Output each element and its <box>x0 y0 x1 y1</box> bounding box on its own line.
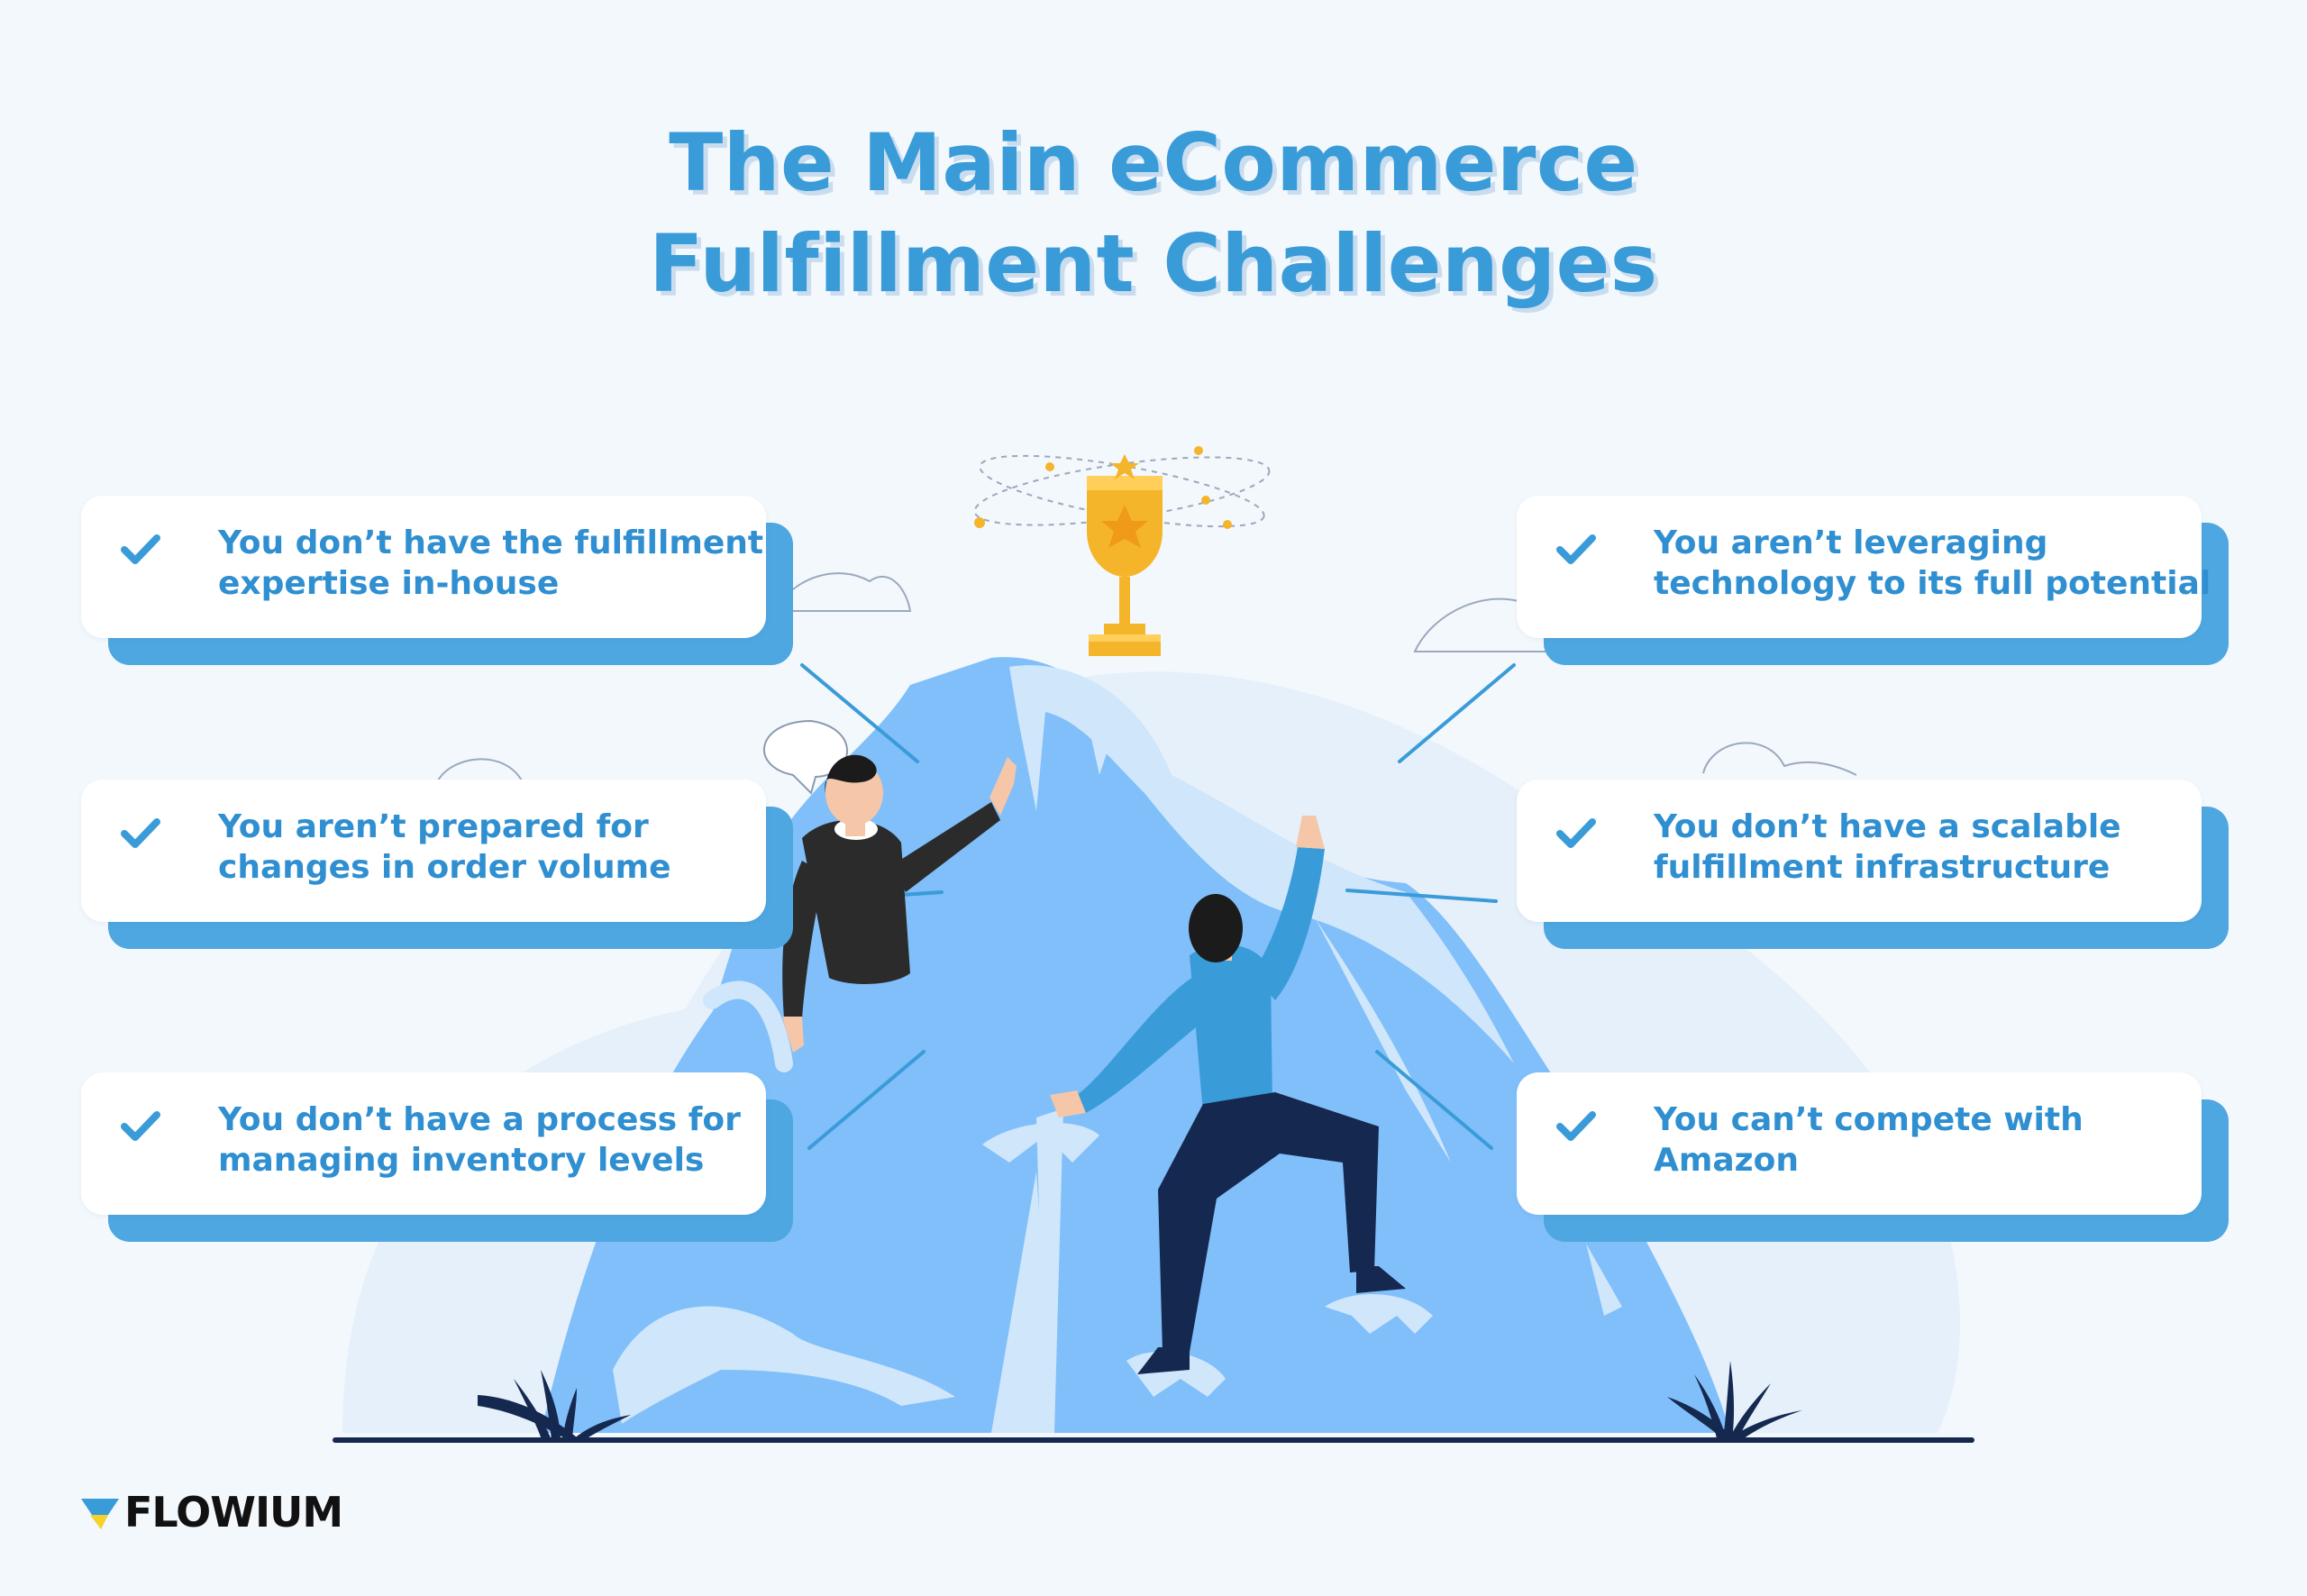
challenge-text-line: changes in order volume <box>218 849 671 886</box>
challenge-card: You don’t have a scalable fulfillment in… <box>1517 780 2229 949</box>
challenge-text: You don’t have a process for managing in… <box>218 1099 759 1181</box>
check-icon <box>1556 818 1596 848</box>
challenge-text-line: You aren’t prepared for <box>218 808 649 845</box>
challenge-text-line: You can’t compete with <box>1654 1101 2084 1138</box>
challenge-text-line: technology to its full potential <box>1654 565 2211 602</box>
challenge-text-line: expertise in-house <box>218 565 560 602</box>
title-line-1: The Main eCommerce <box>669 116 1638 209</box>
snow-highlights <box>613 665 1622 1433</box>
challenge-card: You don’t have a process for managing in… <box>81 1072 793 1242</box>
trophy-icon <box>973 446 1271 656</box>
title-line-2: Fulfillment Challenges <box>649 217 1658 310</box>
challenge-text: You aren’t leveraging technology to its … <box>1654 523 2211 604</box>
flowium-logo-icon <box>81 1499 119 1529</box>
climber-right <box>1050 816 1406 1374</box>
check-icon <box>121 818 160 848</box>
challenge-text-line: You aren’t leveraging <box>1654 524 2048 561</box>
page-title: The Main eCommerce Fulfillment Challenge… <box>0 113 2307 315</box>
challenge-text-line: You don’t have a scalable <box>1654 808 2121 845</box>
connector-lines <box>800 663 1516 1150</box>
brand-logo-text: FLOWIUM <box>124 1488 343 1537</box>
challenge-text-line: fulfillment infrastructure <box>1654 849 2111 886</box>
challenge-text-line: You don’t have a process for <box>218 1101 741 1138</box>
plant-icon <box>478 1361 1802 1442</box>
challenge-card: You can’t compete with Amazon <box>1517 1072 2229 1242</box>
challenge-card: You aren’t leveraging technology to its … <box>1517 496 2229 665</box>
check-icon <box>121 1111 160 1141</box>
challenge-text: You don’t have the fulfillment expertise… <box>218 523 764 604</box>
speech-bubble-icon <box>763 719 848 795</box>
check-icon <box>1556 1111 1596 1141</box>
challenge-text: You aren’t prepared for changes in order… <box>218 807 759 888</box>
challenge-card: You aren’t prepared for changes in order… <box>81 780 793 949</box>
challenge-card: You don’t have the fulfillment expertise… <box>81 496 793 665</box>
check-icon <box>1556 534 1596 564</box>
challenge-text: You can’t compete with Amazon <box>1654 1099 2194 1181</box>
check-icon <box>121 534 160 564</box>
challenge-text-line: Amazon <box>1654 1142 1799 1179</box>
challenge-text-line: You don’t have the fulfillment <box>218 524 764 561</box>
challenge-text-line: managing inventory levels <box>218 1142 705 1179</box>
challenge-text: You don’t have a scalable fulfillment in… <box>1654 807 2194 888</box>
